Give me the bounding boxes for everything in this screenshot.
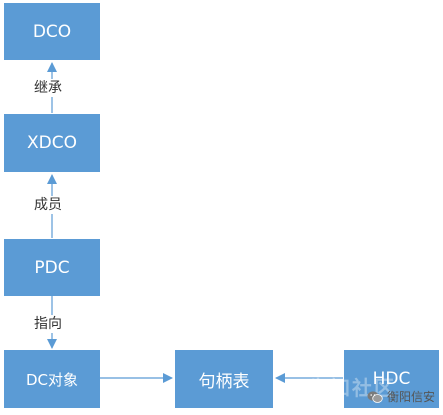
node-xdco: XDCO	[4, 114, 100, 172]
node-hdc: HDC	[344, 350, 439, 408]
node-dc-object: DC对象	[4, 350, 100, 408]
edge-label-member: 成员	[32, 196, 64, 214]
edge-label-inherit: 继承	[32, 79, 64, 97]
watermark-text: 衡阳信安	[386, 390, 435, 404]
wechat-icon	[367, 390, 383, 403]
node-dco: DCO	[4, 3, 100, 60]
node-handle-table: 句柄表	[175, 350, 273, 408]
node-pdc: PDC	[4, 239, 100, 296]
edge-label-points-to: 指向	[32, 315, 64, 333]
watermark: 衡阳信安	[367, 388, 435, 405]
